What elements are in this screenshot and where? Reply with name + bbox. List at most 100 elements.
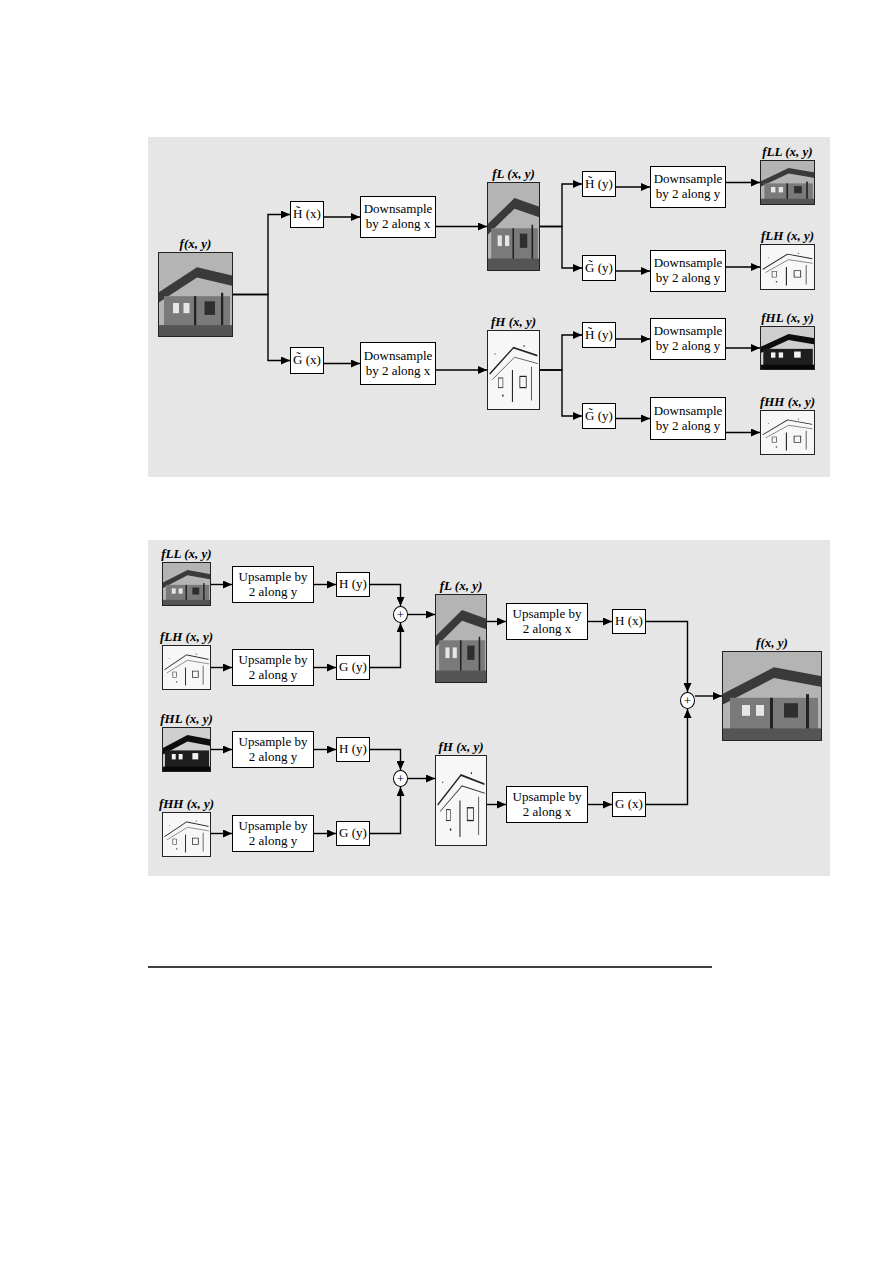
box-label: G (y): [339, 660, 367, 675]
separator-rule: [148, 966, 712, 968]
flow-arrow: [370, 787, 401, 834]
flow-arrow: [646, 709, 688, 805]
flow-arrow: [726, 266, 760, 267]
image-thumbnail: [487, 330, 540, 410]
process-box: H (y): [336, 737, 370, 762]
flow-arrow: [370, 585, 401, 607]
flow-arrow: [436, 226, 487, 227]
box-label: Downsample by 2 along y: [653, 404, 723, 434]
sum-symbol: +: [397, 772, 404, 785]
flow-arrow: [211, 584, 232, 585]
figure-panel: [148, 137, 830, 477]
process-box: Downsample by 2 along y: [650, 397, 726, 440]
flow-arrow: [487, 621, 506, 622]
flow-arrow: [233, 215, 290, 295]
image-panel: f(x, y): [158, 252, 233, 337]
process-box: Upsample by 2 along x: [506, 603, 588, 640]
box-label: Upsample by 2 along y: [235, 819, 311, 849]
box-label: H (x): [615, 614, 643, 629]
process-box: G̃ (y): [582, 255, 616, 281]
flow-arrow: [588, 621, 612, 622]
image-label: fLH (x, y): [761, 229, 814, 243]
box-label: Upsample by 2 along x: [509, 607, 585, 637]
box-label: Downsample by 2 along y: [653, 324, 723, 354]
image-label: f(x, y): [756, 636, 788, 650]
process-box: Downsample by 2 along y: [650, 250, 726, 292]
flow-arrow: [616, 338, 650, 339]
image-label: fHH (x, y): [760, 395, 815, 409]
flow-arrow: [588, 804, 612, 805]
image-thumbnail: [435, 594, 487, 683]
image-thumbnail: [162, 562, 211, 606]
sum-junction: +: [680, 692, 695, 709]
image-panel: fH (x, y): [487, 330, 540, 410]
sum-symbol: +: [397, 608, 404, 621]
sum-junction: +: [393, 606, 408, 623]
process-box: Upsample by 2 along y: [232, 566, 314, 603]
box-label: H̃ (y): [585, 177, 613, 192]
image-thumbnail: [722, 651, 822, 741]
process-box: H̃ (y): [582, 171, 616, 197]
image-panel: fL (x, y): [435, 594, 487, 683]
image-thumbnail: [158, 252, 233, 337]
image-panel: fL (x, y): [487, 182, 540, 271]
flow-arrow: [616, 186, 650, 187]
image-label: fLH (x, y): [160, 630, 213, 644]
image-panel: fHH (x, y): [162, 812, 211, 857]
box-label: Upsample by 2 along x: [509, 790, 585, 820]
process-box: Downsample by 2 along x: [360, 196, 436, 238]
box-label: G (y): [339, 826, 367, 841]
process-box: G̃ (y): [582, 403, 616, 429]
process-box: Downsample by 2 along y: [650, 166, 726, 208]
box-label: H̃ (y): [585, 328, 613, 343]
image-thumbnail: [162, 812, 211, 857]
process-box: Upsample by 2 along y: [232, 649, 314, 686]
box-label: H (y): [339, 742, 367, 757]
process-box: G̃ (x): [290, 347, 324, 374]
flow-arrow: [726, 182, 760, 183]
image-thumbnail: [760, 244, 815, 290]
box-label: Downsample by 2 along x: [363, 202, 433, 232]
box-label: Upsample by 2 along y: [235, 570, 311, 600]
image-panel: fHL (x, y): [760, 326, 815, 370]
flow-arrow: [370, 750, 401, 771]
flow-arrow: [314, 584, 336, 585]
image-label: fL (x, y): [492, 167, 534, 181]
box-label: G (x): [615, 797, 643, 812]
box-label: Downsample by 2 along y: [653, 172, 723, 202]
image-label: fH (x, y): [438, 740, 483, 754]
image-panel: fLH (x, y): [162, 645, 211, 690]
flow-arrow: [726, 432, 760, 433]
process-box: Upsample by 2 along x: [506, 786, 588, 823]
box-label: Downsample by 2 along x: [363, 349, 433, 379]
box-label: H̃ (x): [293, 207, 321, 222]
flow-arrow: [324, 363, 360, 364]
process-box: Downsample by 2 along x: [360, 342, 436, 385]
sum-junction: +: [393, 770, 408, 787]
image-thumbnail: [760, 410, 815, 455]
image-thumbnail: [487, 182, 540, 271]
image-thumbnail: [162, 727, 211, 772]
image-thumbnail: [162, 645, 211, 690]
process-box: H̃ (x): [290, 201, 324, 228]
flow-arrow: [436, 369, 487, 370]
box-label: Upsample by 2 along y: [235, 735, 311, 765]
flow-arrow: [233, 295, 290, 361]
image-panel: fLL (x, y): [162, 562, 211, 606]
sum-symbol: +: [684, 694, 691, 707]
flow-arrow: [408, 778, 435, 779]
flow-arrow: [616, 418, 650, 419]
flow-arrow: [695, 695, 722, 696]
flow-arrow: [616, 270, 650, 271]
process-box: G (y): [336, 655, 370, 680]
image-label: fL (x, y): [440, 579, 482, 593]
figure-panel: [148, 540, 830, 876]
process-box: Upsample by 2 along y: [232, 815, 314, 852]
flow-arrow: [211, 749, 232, 750]
image-thumbnail: [435, 755, 487, 846]
flow-arrow: [726, 347, 760, 348]
process-box: H (x): [612, 609, 646, 634]
flow-arrow: [314, 833, 336, 834]
flow-arrow: [324, 216, 360, 217]
